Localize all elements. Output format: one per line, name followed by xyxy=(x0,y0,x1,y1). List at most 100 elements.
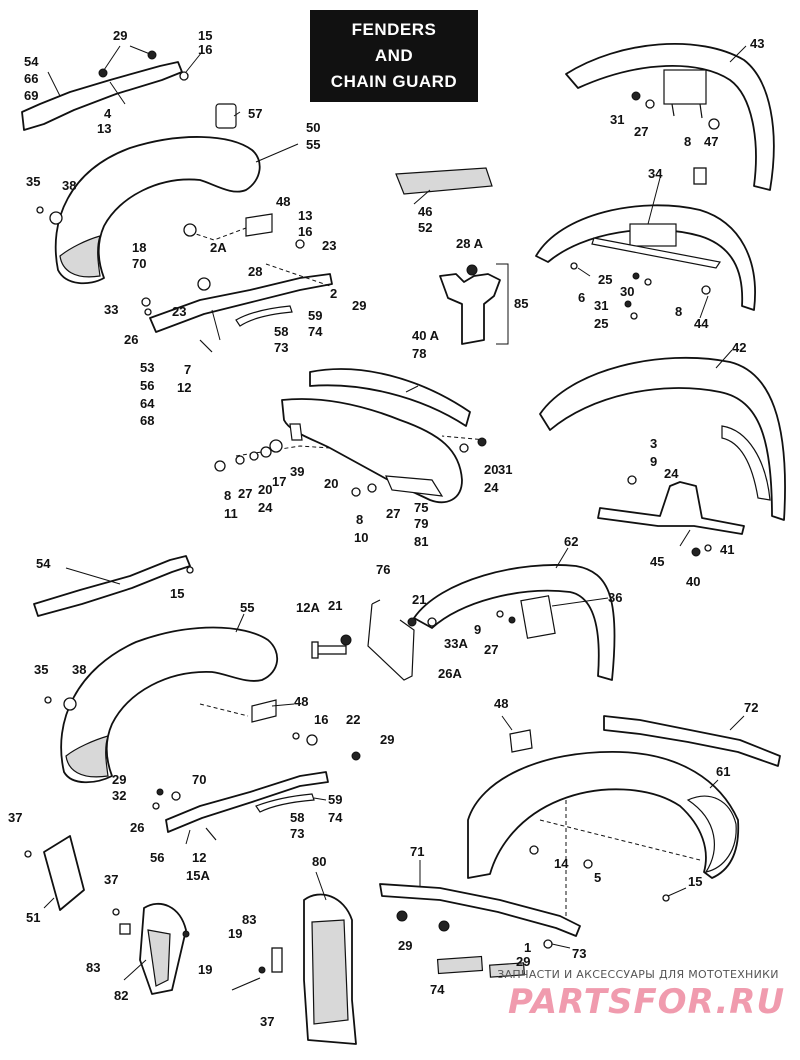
screw-37-right xyxy=(231,977,261,991)
washer-23 xyxy=(295,239,305,249)
callout: 23 xyxy=(322,238,336,253)
callout: 75 xyxy=(414,500,428,515)
fender-stay-42 xyxy=(721,425,771,501)
bolt-33 xyxy=(141,297,151,307)
callout: 61 xyxy=(716,764,730,779)
nut-31-cg xyxy=(477,437,487,447)
nut-29-rail xyxy=(396,910,408,922)
callout: 79 xyxy=(414,516,428,531)
nut-19-mid xyxy=(182,930,190,938)
front-fender-43 xyxy=(565,42,775,191)
nut-27 xyxy=(508,616,516,624)
washer-26-lower xyxy=(152,802,160,810)
callout: 83 xyxy=(86,960,100,975)
fender-nut-48 xyxy=(183,223,197,237)
front-fender-44 xyxy=(535,204,756,311)
washer-41 xyxy=(704,544,712,552)
washer-27-lower xyxy=(367,483,377,493)
bolt-1 xyxy=(543,939,553,949)
callout: 19 xyxy=(228,926,242,941)
bolt-2A xyxy=(197,277,211,291)
washer-33A xyxy=(427,617,437,627)
front-fender-42 xyxy=(539,356,786,521)
bolt-5 xyxy=(583,859,593,869)
callout: 26A xyxy=(438,666,462,681)
callout: 8 xyxy=(675,304,682,319)
callout: 14 xyxy=(554,856,569,871)
fender-brace-rail-34 xyxy=(591,237,722,269)
callout: 37 xyxy=(260,1014,274,1029)
trim-strip-46 xyxy=(395,167,493,195)
callout: 31 xyxy=(498,462,512,477)
callout: 7 xyxy=(184,362,191,377)
spring-47 xyxy=(693,167,707,185)
callout: 29 xyxy=(398,938,412,953)
nut-40 xyxy=(691,547,701,557)
callout: 35 xyxy=(26,174,40,189)
callout: 73 xyxy=(290,826,304,841)
callout: 29 xyxy=(352,298,366,313)
callout: 29 xyxy=(112,772,126,787)
callout: 27 xyxy=(238,486,252,501)
bracket-83-left xyxy=(119,923,131,935)
screw-35 xyxy=(36,206,44,214)
rail-bolt-15 xyxy=(179,71,189,81)
callout: 12A xyxy=(296,600,320,615)
callout: 40 A xyxy=(412,328,440,343)
callout: 47 xyxy=(704,134,718,149)
callout: 39 xyxy=(290,464,304,479)
callout: 12 xyxy=(177,380,191,395)
callout: 16 xyxy=(298,224,312,239)
callout: 74 xyxy=(328,810,343,825)
callout: 5 xyxy=(594,870,601,885)
rear-fender-61 xyxy=(467,751,740,879)
chain-guard-top-40A xyxy=(309,368,471,427)
title-line-2: AND xyxy=(374,46,414,65)
fender-bracket-85 xyxy=(439,273,501,345)
bolt-7 xyxy=(199,339,213,353)
callout: 21 xyxy=(412,592,426,607)
bolt-12A xyxy=(315,645,347,655)
nut-31-top xyxy=(631,91,641,101)
callout: 29 xyxy=(380,732,394,747)
callout: 21 xyxy=(328,598,342,613)
callout: 17 xyxy=(272,474,286,489)
callout: 59 xyxy=(328,792,342,807)
title-line-3: CHAIN GUARD xyxy=(330,72,458,91)
title-line-1: FENDERS xyxy=(351,20,437,39)
rear-fender-55 xyxy=(60,626,278,784)
rear-fender-rail-56 xyxy=(165,771,329,833)
callout: 23 xyxy=(172,304,186,319)
diagram-title: FENDERS AND CHAIN GUARD xyxy=(310,10,478,102)
callout: 73 xyxy=(274,340,288,355)
callout: 34 xyxy=(648,166,663,181)
callout: 25 xyxy=(598,272,612,287)
nut-21 xyxy=(340,634,352,646)
callout: 56 xyxy=(140,378,154,393)
tail-lamp-gasket-48 xyxy=(245,213,273,237)
bolt-8-top xyxy=(708,118,720,130)
plate-73 xyxy=(436,955,484,975)
screw-37-mid xyxy=(112,908,120,916)
fender-support-rail-71 xyxy=(379,883,581,937)
plate-74 xyxy=(488,962,526,978)
callout: 12 xyxy=(192,850,206,865)
washer-27-top xyxy=(645,99,655,109)
callout: 70 xyxy=(192,772,206,787)
callout: 15A xyxy=(186,868,210,883)
nut-29-lower xyxy=(351,751,361,761)
callout: 81 xyxy=(414,534,428,549)
washer-9 xyxy=(496,610,504,618)
callout: 58 xyxy=(290,810,304,825)
callout: 27 xyxy=(634,124,648,139)
callout: 48 xyxy=(276,194,290,209)
rear-fender-upper xyxy=(54,136,261,285)
callout: 16 xyxy=(198,42,212,57)
callout: 57 xyxy=(248,106,262,121)
screw-37-left xyxy=(24,850,32,858)
callout: 31 xyxy=(610,112,624,127)
nut-28A xyxy=(466,264,478,276)
callout: 50 xyxy=(306,120,320,135)
rear-fender-clip-57 xyxy=(215,103,237,129)
